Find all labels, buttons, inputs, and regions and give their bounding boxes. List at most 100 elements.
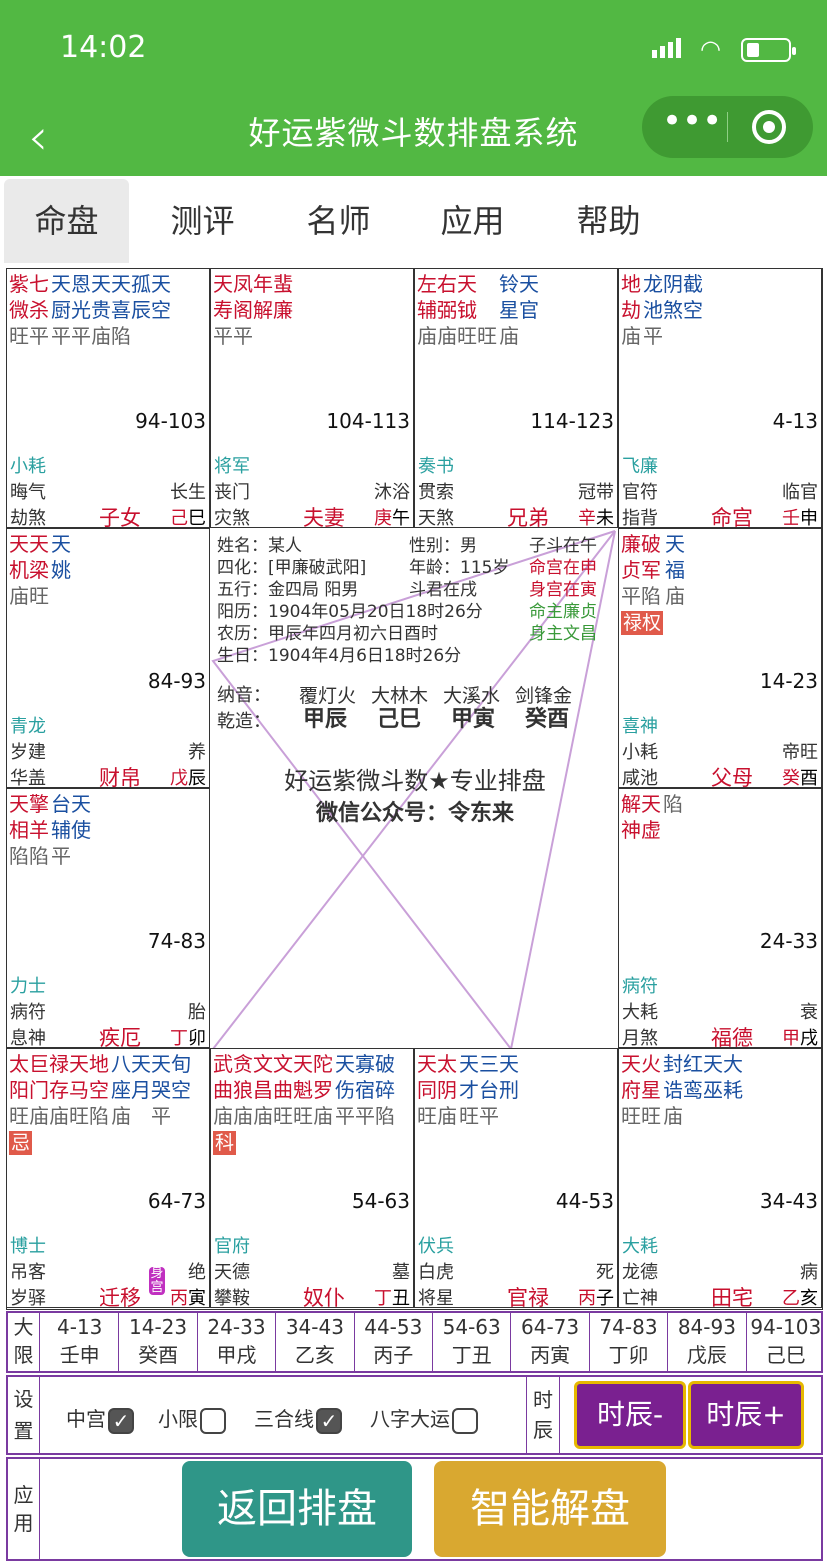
info-shengong: 身宫在寅 (529, 580, 597, 600)
age-range: 94-103 (135, 409, 206, 433)
minor-stars-2: 辅使 (51, 818, 91, 842)
back-to-chart-button[interactable]: 返回排盘 (182, 1461, 412, 1557)
close-target-icon[interactable] (752, 110, 786, 144)
battery-icon (741, 38, 796, 62)
changsheng-stage: 冠带 (578, 482, 614, 503)
star-block: 天太同阴旺庙天三天才台刑旺平 (417, 1051, 519, 1129)
suiqian-star: 小耗 (622, 742, 658, 763)
stem-branch: 丙寅 (170, 1288, 206, 1308)
info-mingzhu: 命主廉贞 (529, 602, 597, 622)
stem-branch: 戊辰 (170, 768, 206, 788)
wifi-icon: ◠ (700, 35, 721, 63)
bazi-day: 甲寅 (451, 707, 496, 732)
brightness: 旺平 (9, 324, 49, 348)
minor-stars-2: 座月哭空 (111, 1078, 191, 1102)
back-icon[interactable]: ‹ (28, 108, 48, 166)
suiqian-star: 天德 (214, 1262, 250, 1283)
minor-stars: 铃天 (499, 272, 539, 296)
age-range: 34-43 (759, 1189, 818, 1213)
main-stars: 武贪文文天陀 (213, 1052, 333, 1076)
tab-yingyong[interactable]: 应用 (440, 202, 505, 240)
suiqian-star: 病符 (10, 1002, 46, 1023)
jiangqian-star: 息神 (10, 1028, 46, 1048)
main-stars-2: 机梁 (9, 558, 49, 582)
shichen-minus-button[interactable]: 时辰- (574, 1381, 686, 1449)
smart-reading-button[interactable]: 智能解盘 (434, 1461, 666, 1557)
changsheng-stage: 绝 (188, 1262, 206, 1283)
brightness-2: 庙 平 (111, 1104, 171, 1128)
app-label: 应用 (8, 1459, 40, 1559)
stem-branch: 丙子 (578, 1288, 614, 1308)
stem-branch: 壬申 (782, 508, 818, 528)
checkbox-zhonggong[interactable]: ✓ (108, 1407, 134, 1434)
changsheng-stage: 病 (800, 1262, 818, 1283)
daxian-label: 大限 (8, 1313, 40, 1371)
tab-ceping[interactable]: 测评 (170, 202, 235, 240)
brightness-2: 陷 (663, 792, 683, 816)
brightness-2: 平 (51, 844, 71, 868)
option-xiaoxian[interactable]: 小限 (158, 1403, 226, 1434)
more-icon[interactable]: ••• (662, 101, 723, 141)
main-stars: 廉破 (621, 532, 661, 556)
slogan: 好运紫微斗数★专业排盘 (284, 767, 546, 795)
checkbox-bazi-dayun[interactable] (452, 1407, 478, 1434)
main-stars: 解天 (621, 792, 661, 816)
stem-branch: 甲戌 (782, 1028, 818, 1048)
page-title: 好运紫微斗数排盘系统 (248, 114, 579, 152)
tab-bangzhu[interactable]: 帮助 (576, 202, 641, 240)
option-bazi-dayun[interactable]: 八字大运 (370, 1403, 478, 1434)
checkbox-xiaoxian[interactable] (200, 1407, 226, 1434)
info-solar: 阳历：1904年05月20日18时26分 (217, 602, 483, 622)
tab-mingpan[interactable]: 命盘 (4, 179, 129, 263)
sanhe-lines (211, 530, 616, 1049)
option-zhonggong[interactable]: 中宫✓ (66, 1403, 134, 1434)
center-panel: 姓名：某人 性别：男 子斗在午 四化：[甲廉破武阳] 年龄：115岁 命宫在申 … (211, 529, 619, 1049)
jiangqian-star: 劫煞 (10, 508, 46, 528)
brightness-2: 平平陷 (335, 1104, 395, 1128)
minor-stars: 龙阴截 (643, 272, 703, 296)
checkbox-sanhexian[interactable]: ✓ (316, 1407, 342, 1434)
nayin-month: 大林木 (371, 685, 429, 707)
brightness-2: 平 (643, 324, 663, 348)
main-stars-2: 曲狼昌曲魁罗 (213, 1078, 333, 1102)
nayin-hour: 剑锋金 (515, 685, 573, 707)
main-stars: 左右天 (417, 272, 477, 296)
capsule-divider (727, 112, 728, 142)
shichen-plus-button[interactable]: 时辰+ (688, 1381, 804, 1449)
boshi-god: 大耗 (622, 1236, 658, 1257)
option-sanhexian[interactable]: 三合线✓ (254, 1403, 342, 1434)
palace-name: 子女 (99, 506, 141, 528)
age-range: 114-123 (530, 409, 614, 433)
changsheng-stage: 帝旺 (782, 742, 818, 763)
age-range: 24-33 (759, 929, 818, 953)
jiangqian-star: 天煞 (418, 508, 454, 528)
signal-icon (652, 38, 684, 58)
star-block: 天火府星旺旺封红天大诰鸾巫耗庙 (621, 1051, 743, 1129)
minor-stars: 天三天 (459, 1052, 519, 1076)
star-block: 天天机梁庙旺天姚 (9, 531, 71, 609)
palace-name: 官禄 (507, 1286, 549, 1308)
tab-mingshi[interactable]: 名师 (306, 202, 371, 240)
